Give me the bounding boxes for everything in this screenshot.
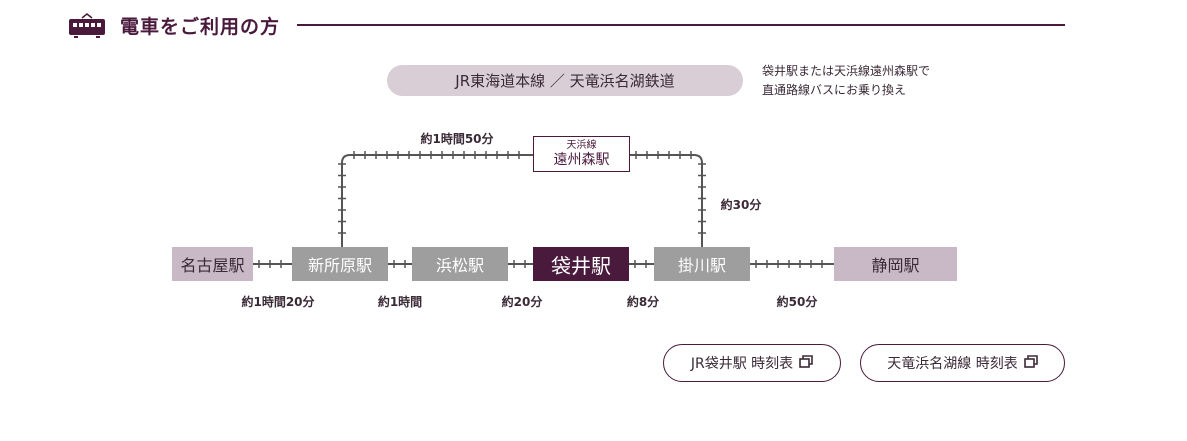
- station-nagoya: 名古屋駅: [172, 247, 253, 281]
- transfer-note-line2: 直通路線バスにお乗り換え: [762, 83, 907, 97]
- station-shizuoka: 静岡駅: [834, 247, 957, 281]
- morimachi-line-label: 天浜線: [566, 140, 597, 151]
- train-icon: [68, 12, 106, 44]
- station-kakegawa: 掛川駅: [654, 247, 750, 281]
- tenhama-timetable-label: 天竜浜名湖線 時刻表: [887, 356, 1018, 372]
- time-nagoya-shinjohara: 約1時間20分: [241, 295, 315, 309]
- time-kakegawa-shizuoka: 約50分: [776, 295, 818, 309]
- station-shinjohara: 新所原駅: [292, 247, 388, 281]
- jr-timetable-label: JR袋井駅 時刻表: [690, 356, 794, 372]
- transfer-note: 袋井駅または天浜線遠州森駅で 直通路線バスにお乗り換え: [762, 62, 930, 100]
- section-title: 電車をご利用の方: [120, 16, 281, 38]
- jr-fukuroi-timetable-button[interactable]: JR袋井駅 時刻表: [663, 344, 841, 382]
- time-morimachi-kakegawa: 約30分: [720, 198, 762, 212]
- external-window-icon: [799, 354, 813, 372]
- time-fukuroi-kakegawa: 約8分: [626, 295, 660, 309]
- title-divider: [297, 24, 1065, 26]
- time-shinjohara-hamamatsu: 約1時間: [377, 295, 423, 309]
- time-upper-route: 約1時間50分: [420, 132, 494, 146]
- time-hamamatsu-fukuroi: 約20分: [501, 295, 543, 309]
- tenhama-timetable-button[interactable]: 天竜浜名湖線 時刻表: [860, 344, 1065, 382]
- lines-label: JR東海道本線 ／ 天竜浜名湖鉄道: [387, 65, 743, 96]
- station-enshu-mori: 天浜線 遠州森駅: [533, 136, 630, 172]
- transfer-note-line1: 袋井駅または天浜線遠州森駅で: [762, 64, 931, 78]
- station-hamamatsu: 浜松駅: [412, 247, 508, 281]
- station-fukuroi: 袋井駅: [533, 247, 629, 281]
- morimachi-station-label: 遠州森駅: [553, 152, 610, 168]
- external-window-icon: [1023, 354, 1038, 372]
